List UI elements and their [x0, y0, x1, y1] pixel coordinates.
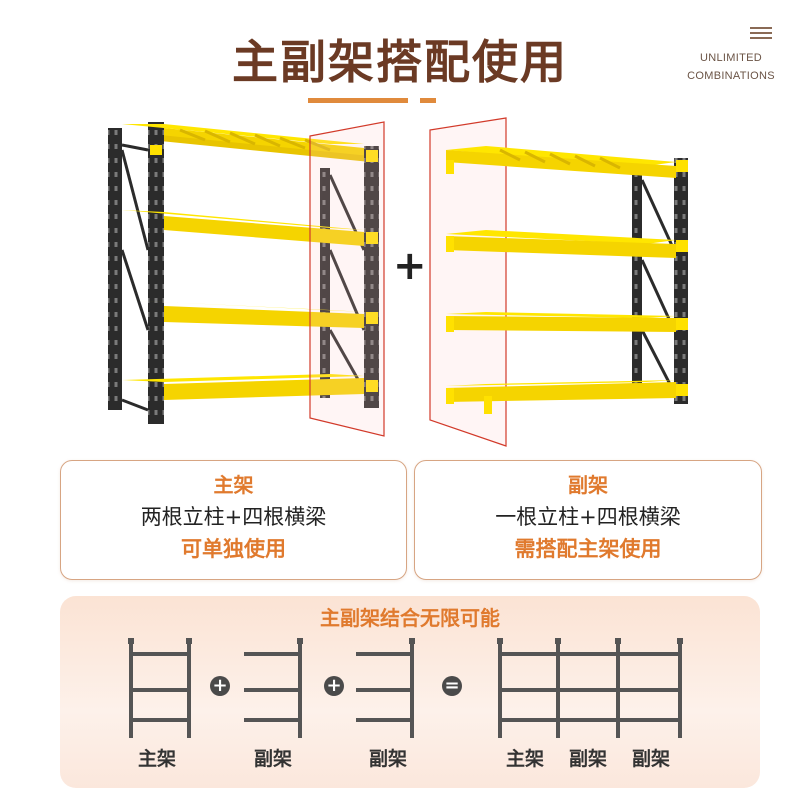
sub-rack-image: [429, 117, 688, 447]
combination-title: 主副架结合无限可能: [320, 606, 500, 630]
main-card-note: 可单独使用: [181, 537, 286, 561]
main-card-desc: 两根立柱+四根横梁: [140, 505, 327, 529]
shelf-illustration: [108, 117, 688, 447]
combo-label-sub-1: 副架: [254, 748, 293, 770]
page-title: 主副架搭配使用: [232, 35, 568, 89]
main-rack-card: 主架 两根立柱+四根横梁 可单独使用: [60, 460, 407, 580]
corner-caption: UNLIMITED COMBINATIONS: [676, 49, 786, 85]
back-left-upright: [108, 128, 122, 410]
combo-label-result-sub-1: 副架: [569, 748, 608, 770]
sub-rack-card: 副架 一根立柱+四根横梁 需搭配主架使用: [414, 460, 762, 580]
sub-card-title: 副架: [568, 473, 608, 497]
main-rack-image: [108, 122, 379, 424]
combo-equals-icon: =: [442, 676, 462, 696]
front-right-upright: [364, 146, 379, 408]
combo-label-sub-2: 副架: [369, 748, 408, 770]
combo-label-result-sub-2: 副架: [632, 748, 671, 770]
menu-icon[interactable]: [750, 27, 772, 42]
combo-plus-icon-2: +: [324, 676, 344, 696]
corner-line-2: COMBINATIONS: [687, 70, 775, 82]
combo-label-result-main: 主架: [506, 748, 545, 770]
sub-card-desc: 一根立柱+四根横梁: [495, 505, 681, 529]
corner-line-1: UNLIMITED: [700, 52, 762, 64]
combo-label-main: 主架: [138, 748, 177, 770]
plus-sign: +: [393, 243, 427, 289]
combo-plus-icon-1: +: [210, 676, 230, 696]
back-right-upright: [320, 168, 330, 398]
sub-card-note: 需搭配主架使用: [514, 537, 662, 561]
title-underline-dot: [420, 98, 436, 103]
title-underline: [308, 98, 408, 103]
main-card-title: 主架: [213, 473, 254, 497]
front-left-upright: [148, 122, 164, 424]
